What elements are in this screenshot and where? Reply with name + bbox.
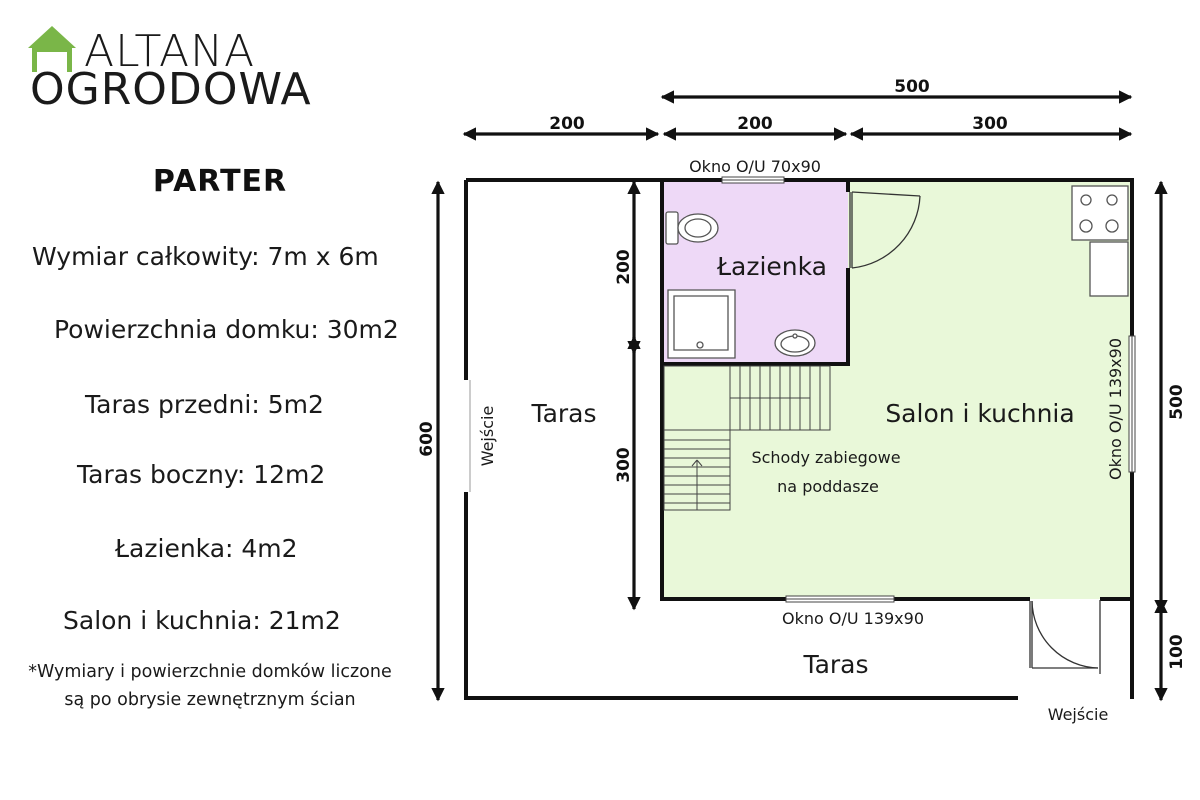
sink-icon — [774, 329, 816, 357]
bathroom-door — [849, 191, 921, 269]
front-door — [1029, 600, 1101, 674]
dim-right-upper: 500 — [1167, 384, 1187, 420]
entrance-left-label: Wejście — [478, 406, 497, 467]
info-house-area: Powierzchnia domku: 30m2 — [54, 315, 399, 344]
fridge-icon — [1089, 241, 1129, 297]
window-top — [721, 176, 785, 184]
stairs-label-line2: na poddasze — [777, 477, 879, 496]
entrance-bottom-label: Wejście — [1048, 705, 1109, 724]
window-bottom — [785, 595, 895, 603]
shower-icon — [667, 289, 736, 359]
room-bathroom-label: Łazienka — [716, 252, 827, 281]
terrace-side-label: Taras — [530, 399, 596, 428]
stairs-icon — [663, 365, 831, 511]
logo-line1: ALTANA — [84, 26, 255, 77]
terrace-front-label: Taras — [802, 650, 868, 679]
logo-line2: OGRODOWA — [30, 64, 312, 115]
outer-walls — [464, 178, 1134, 700]
dim-inner-top: 200 — [614, 249, 634, 285]
stairs-label-line1: Schody zabiegowe — [751, 448, 900, 467]
dim-inner-bottom: 300 — [614, 447, 634, 483]
dim-left-total: 600 — [417, 421, 437, 457]
floor-title: PARTER — [152, 164, 288, 199]
stove-icon — [1071, 185, 1129, 241]
logo: ALTANA OGRODOWA — [28, 26, 312, 115]
dim-top-left: 200 — [549, 114, 585, 134]
window-top-label: Okno O/U 70x90 — [689, 157, 821, 176]
dimension-lines — [431, 90, 1168, 702]
info-front-terrace: Taras przedni: 5m2 — [85, 390, 324, 419]
living-area — [662, 182, 1132, 599]
info-total-size: Wymiar całkowity: 7m x 6m — [32, 242, 379, 271]
dim-top-total: 500 — [894, 77, 930, 97]
window-bottom-label: Okno O/U 139x90 — [782, 609, 924, 628]
window-right — [1128, 335, 1136, 473]
info-bathroom: Łazienka: 4m2 — [115, 534, 298, 563]
info-note-line2: są po obrysie zewnętrznym ścian — [64, 690, 356, 710]
dim-top-mid: 200 — [737, 114, 773, 134]
info-living-kitchen: Salon i kuchnia: 21m2 — [63, 606, 341, 635]
dim-right-lower: 100 — [1167, 634, 1187, 670]
info-note-line1: *Wymiary i powierzchnie domków liczone — [28, 662, 392, 682]
toilet-icon — [665, 211, 719, 245]
gazebo-logo-icon — [28, 26, 76, 72]
info-side-terrace: Taras boczny: 12m2 — [77, 460, 326, 489]
window-right-label: Okno O/U 139x90 — [1106, 338, 1125, 480]
dim-top-right: 300 — [972, 114, 1008, 134]
room-living-label: Salon i kuchnia — [885, 399, 1074, 428]
